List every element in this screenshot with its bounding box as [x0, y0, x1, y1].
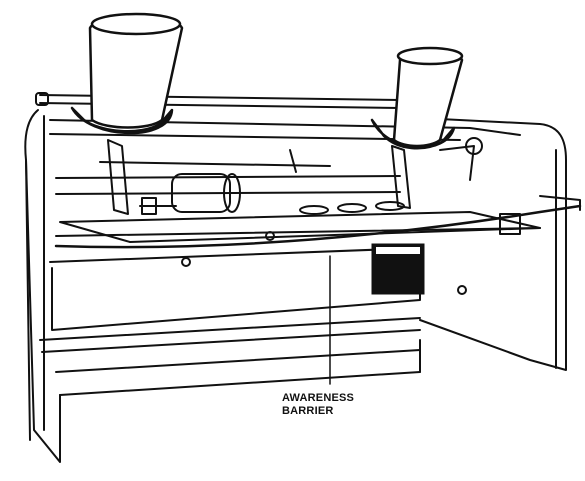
base-plate-bottom: [59, 371, 421, 396]
motor-body: [171, 173, 231, 213]
top-rail-endcap: [35, 92, 49, 106]
hold-down-shaft-lower: [55, 191, 401, 195]
left-bracket: [107, 139, 129, 215]
right-lever: [439, 145, 475, 181]
base-plate-top: [55, 349, 421, 373]
table-hole-2: [337, 203, 367, 213]
callout-label-line1: AWARENESS: [282, 392, 355, 404]
front-apron-face: [51, 249, 421, 331]
right-cylinder: [370, 46, 464, 150]
upper-beam: [49, 119, 521, 136]
front-apron-top: [49, 247, 421, 263]
awareness-barrier-bar: [54, 204, 582, 249]
barrier-bracket: [539, 195, 581, 211]
lower-lip-bottom: [41, 329, 421, 353]
lower-lip: [39, 317, 421, 341]
machine-table: [59, 211, 541, 243]
left-cylinder: [70, 12, 184, 135]
left-cylinder-top: [90, 12, 182, 36]
callout-label-line2: BARRIER: [282, 405, 334, 417]
left-cylinder-collar: [70, 106, 174, 135]
motor-end: [223, 173, 241, 213]
left-frame-lower: [25, 159, 31, 441]
warning-plate-header: [376, 247, 420, 254]
apron-bolt-3: [457, 285, 467, 295]
awareness-barrier-callout: AWARENESS BARRIER: [282, 392, 354, 418]
apron-bolt-1: [181, 257, 191, 267]
right-cylinder-collar: [370, 118, 456, 150]
table-front-edge: [55, 227, 541, 237]
apron-bolt-2: [265, 231, 275, 241]
left-side-frame: [24, 109, 61, 463]
small-linkage: [289, 149, 297, 173]
right-side-plate: [419, 117, 567, 371]
middle-shaft: [99, 161, 331, 167]
table-hole-1: [299, 205, 329, 215]
table-hole-3: [375, 201, 405, 211]
motor-mount: [141, 197, 157, 215]
barrier-end-mount: [499, 213, 521, 235]
right-cylinder-top: [396, 46, 464, 66]
right-bracket: [391, 145, 411, 209]
